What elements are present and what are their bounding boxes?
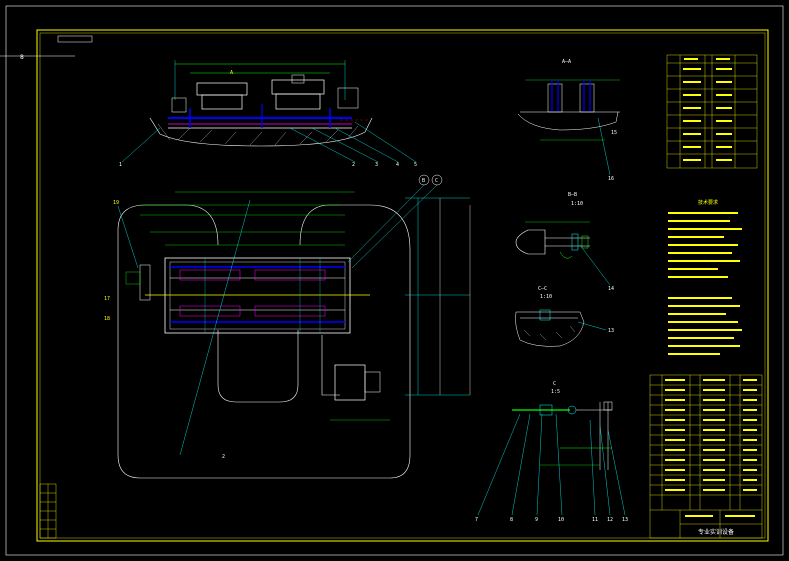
callout-13: 13 — [622, 517, 628, 523]
callout-c: C — [435, 178, 438, 184]
callout-11: 11 — [592, 517, 598, 523]
plan-view: 17 18 19 B C 2 — [104, 174, 471, 479]
detail-c-scale: 1:5 — [551, 389, 560, 395]
callout-15: 15 — [611, 130, 617, 136]
sheet-tag-number: 8 — [20, 54, 24, 61]
section-a-a: A—A 16 15 — [517, 59, 620, 182]
sheet-frame — [36, 29, 769, 542]
notes-heading: 技术要求 — [698, 199, 718, 206]
callout-9: 9 — [535, 517, 538, 523]
title-block-glyphs — [665, 379, 757, 517]
callout-16: 16 — [608, 176, 614, 182]
section-c-c: C—C 1:10 13 — [515, 286, 614, 347]
section-aa-title: A—A — [562, 59, 571, 65]
elevation-view: 1 2 3 4 5 A — [119, 60, 417, 168]
technical-notes: 技术要求 — [668, 199, 742, 355]
callout-14: 14 — [608, 286, 614, 292]
section-b-b: B—B 1:10 14 — [515, 192, 614, 292]
callout-8: 8 — [510, 517, 513, 523]
sheet-outer-border — [5, 5, 784, 556]
callout-7: 7 — [475, 517, 478, 523]
frame-inner-line — [39, 32, 766, 539]
callout-5: 5 — [414, 162, 417, 168]
title-block-caption: 专业实训设备 — [698, 528, 734, 536]
section-cc-scale: 1:10 — [540, 294, 552, 300]
parts-list-glyphs-top — [683, 58, 732, 161]
detail-c-view: C 1:5 7 8 9 10 11 12 13 — [475, 381, 628, 523]
title-block — [649, 374, 763, 539]
callout-17: 17 — [104, 296, 110, 302]
section-bb-title: B—B — [568, 192, 577, 198]
callout-1: 1 — [119, 162, 122, 168]
view-label-detail-a: A — [230, 70, 233, 76]
callout-13-cc: 13 — [608, 328, 614, 334]
section-bb-scale: 1:10 — [571, 201, 583, 207]
section-cc-title: C—C — [538, 286, 547, 292]
revision-table — [39, 483, 57, 539]
callout-b: B — [422, 178, 425, 184]
drawing-number-box — [57, 35, 93, 43]
parts-list-table-top — [666, 54, 758, 169]
callout-10: 10 — [558, 517, 564, 523]
callout-4: 4 — [396, 162, 399, 168]
callout-19: 19 — [113, 200, 119, 206]
callout-2: 2 — [352, 162, 355, 168]
detail-c-title: C — [553, 381, 556, 387]
callout-3: 3 — [375, 162, 378, 168]
callout-12: 12 — [607, 517, 613, 523]
callout-18: 18 — [104, 316, 110, 322]
callout-2-plan: 2 — [222, 454, 225, 460]
